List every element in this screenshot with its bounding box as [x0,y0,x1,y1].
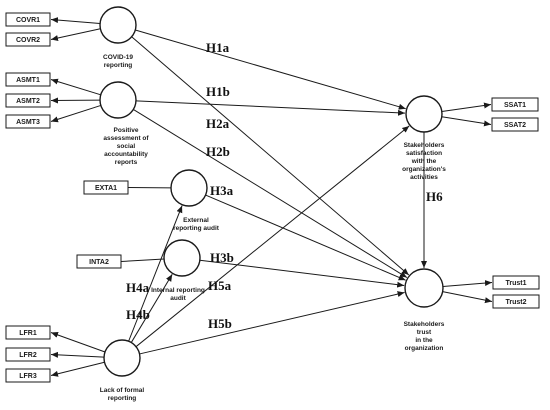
construct-satisf [405,95,443,133]
indicator-label: COVR1 [16,17,40,24]
indicator-label: LFR3 [19,373,37,380]
indicator-lfr3: LFR3 [5,368,51,383]
indicator-ssat2: SSAT2 [491,117,539,132]
path-arrow-h3a [205,194,406,281]
indicator-arrow-trust1 [442,280,493,287]
path-arrow-h1b [131,36,410,276]
construct-lfr [103,339,141,377]
indicator-label: ASMT3 [16,119,40,126]
construct-covid [99,6,137,44]
construct-intaudit [163,239,201,277]
indicator-inta2: INTA2 [76,254,122,269]
indicator-label: LFR2 [19,352,37,359]
hypothesis-label-h6: H6 [426,189,443,204]
indicator-covr1: COVR1 [5,12,51,27]
hypothesis-label-h4a: H4a [126,280,150,295]
hypothesis-label-h4b: H4b [126,307,150,322]
indicator-arrow-ssat1 [441,102,492,113]
indicator-label: SSAT2 [504,122,526,129]
indicator-asmt3: ASMT3 [5,114,51,129]
indicator-trust2: Trust2 [492,294,540,309]
indicator-box [491,117,539,132]
indicator-box [5,93,51,108]
indicator-box [5,32,51,47]
indicator-arrow-inta2 [120,258,165,262]
construct-posassess [99,81,137,119]
hypothesis-label-h1a: H1a [206,40,230,55]
indicator-covr2: COVR2 [5,32,51,47]
path-arrow-h3b [199,259,405,288]
hypothesis-label-h2b: H2b [206,144,230,159]
indicator-trust1: Trust1 [492,275,540,290]
path-arrow-h4a [128,205,183,342]
path-arrow-h4b [130,274,173,343]
hypothesis-label-h3a: H3a [210,183,234,198]
indicator-exta1: EXTA1 [83,180,129,195]
indicator-label: ASMT2 [16,98,40,105]
indicator-arrow-asmt1 [50,78,101,96]
indicator-box [491,97,539,112]
indicator-lfr1: LFR1 [5,325,51,340]
indicator-arrow-lfr1 [50,332,106,353]
indicator-label: LFR1 [19,330,37,337]
construct-extaudit [170,169,208,207]
indicator-box [5,72,51,87]
indicator-label: Trust1 [505,280,526,287]
path-arrow-h5a [135,125,410,348]
hypothesis-label-h5b: H5b [208,316,232,331]
indicator-arrow-trust2 [442,291,493,304]
indicator-arrow-ssat2 [441,116,492,127]
indicator-arrow-lfr2 [50,351,105,358]
indicator-label: COVR2 [16,37,40,44]
indicator-box [5,12,51,27]
construct-trust [404,268,444,308]
indicator-arrow-lfr3 [50,361,105,377]
indicator-asmt1: ASMT1 [5,72,51,87]
indicator-ssat1: SSAT1 [491,97,539,112]
indicator-box [5,347,51,362]
hypothesis-label-h3b: H3b [210,250,234,265]
indicator-arrow-covr1 [50,17,101,25]
indicator-label: Trust2 [505,299,526,306]
indicator-lfr2: LFR2 [5,347,51,362]
indicator-box [5,368,51,383]
indicator-arrow-asmt3 [50,104,101,123]
indicator-label: EXTA1 [95,185,117,192]
indicator-label: ASMT1 [16,77,40,84]
indicator-asmt2: ASMT2 [5,93,51,108]
indicator-label: SSAT1 [504,102,526,109]
path-arrow-h1a [135,29,406,110]
indicator-box [492,294,540,309]
indicator-box [492,275,540,290]
indicator-box [5,325,51,340]
hypothesis-label-h1b: H1b [206,84,230,99]
indicator-arrow-covr2 [50,28,101,41]
hypothesis-label-h2a: H2a [206,116,230,131]
path-arrow-h5b [139,291,405,355]
indicator-box [83,180,129,195]
path-arrow-h2a [135,100,406,116]
path-arrow-h2b [133,108,408,278]
indicator-box [5,114,51,129]
indicator-label: INTA2 [89,259,109,266]
indicator-box [76,254,122,269]
hypothesis-label-h5a: H5a [208,278,232,293]
